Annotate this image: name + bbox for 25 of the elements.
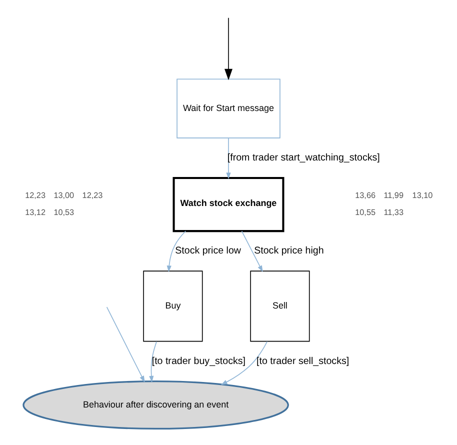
- label: 11,33: [384, 208, 404, 217]
- edge-label: Stock price high: [254, 245, 324, 256]
- arrow: [224, 17, 232, 80]
- node-box: Watch stock exchange: [172, 176, 284, 232]
- label: 13,66: [355, 190, 376, 200]
- label: 11,99: [384, 190, 404, 200]
- label: 13,12: [25, 208, 46, 217]
- label: 13,00: [54, 190, 74, 200]
- label: 12,23: [82, 190, 103, 200]
- node-box: Sell: [250, 270, 310, 342]
- arrow: [149, 340, 157, 382]
- edge-label: [to trader sell_stocks]: [256, 355, 350, 366]
- label: 10,55: [355, 208, 376, 217]
- label: 10,53: [54, 208, 74, 217]
- arrow: [220, 340, 268, 385]
- node-box: Wait for Start message: [176, 78, 280, 138]
- arrow: [241, 230, 263, 272]
- edge-label: [from trader start_watching_stocks]: [227, 152, 380, 163]
- edge-label: Stock price low: [175, 245, 242, 256]
- node-box: Buy: [143, 270, 203, 342]
- arrow: [106, 306, 145, 382]
- label: 12,23: [25, 190, 46, 200]
- edge-label: [to trader buy_stocks]: [152, 355, 246, 366]
- label: 13,10: [412, 190, 433, 200]
- arrow: [166, 230, 186, 272]
